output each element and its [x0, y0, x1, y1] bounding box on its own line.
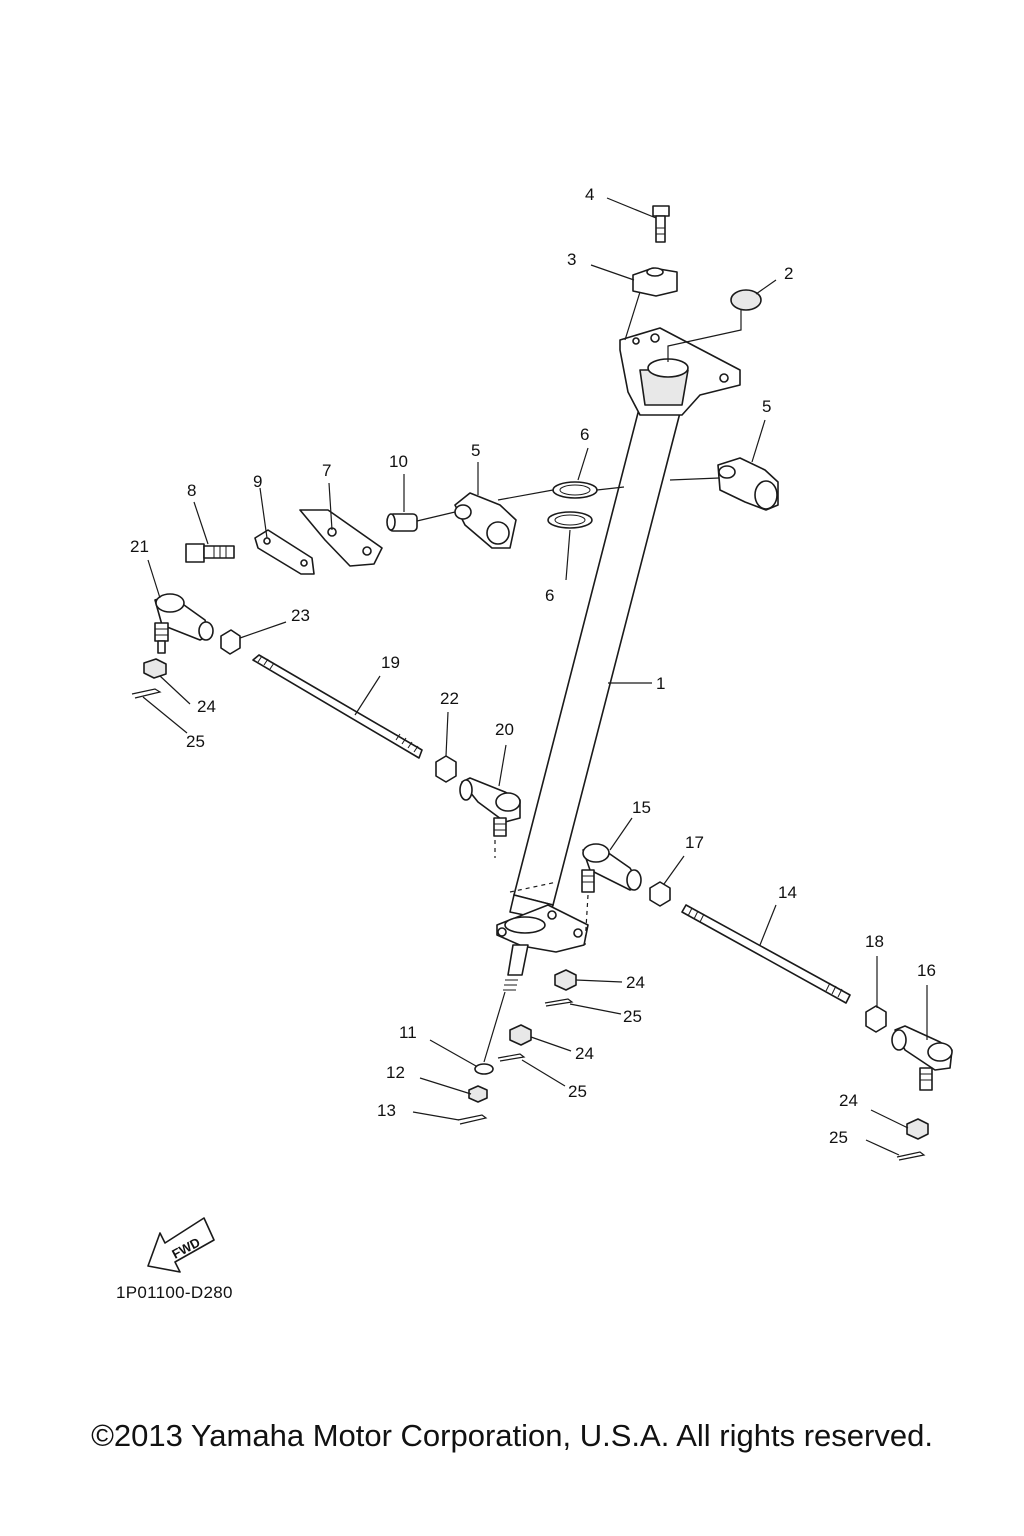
callout-1: 1: [656, 674, 665, 693]
callout-4: 4: [585, 185, 594, 204]
washer-11: [474, 1063, 494, 1075]
leader-lines: [142, 197, 928, 1156]
nut-24-center: [509, 1024, 532, 1046]
bolt-8: [185, 543, 235, 563]
callout-25-right: 25: [829, 1128, 848, 1147]
cotter-pin-13: [457, 1114, 488, 1125]
lock-washer: [254, 529, 315, 575]
callout-18: 18: [865, 932, 884, 951]
cotter-pin-25-left: [131, 688, 162, 699]
nut-23: [220, 629, 241, 655]
callout-24-right: 24: [839, 1091, 858, 1110]
callout-7: 7: [322, 461, 331, 480]
callout-24-left: 24: [197, 697, 216, 716]
callout-25-inner: 25: [623, 1007, 642, 1026]
callout-17: 17: [685, 833, 704, 852]
callout-labels: 1 2 3 4 5 5 6 6 7 8 9 10 11 12 13 14 15 …: [130, 185, 936, 1147]
callout-25-center: 25: [568, 1082, 587, 1101]
callout-24-inner: 24: [626, 973, 645, 992]
tie-rod-end-20: [459, 777, 521, 858]
callout-14: 14: [778, 883, 797, 902]
callout-6-upper: 6: [580, 425, 589, 444]
cotter-pin-25-right: [896, 1151, 926, 1161]
plate: [299, 509, 383, 567]
callout-9: 9: [253, 472, 262, 491]
nut-24-left: [143, 658, 167, 679]
callout-2: 2: [784, 264, 793, 283]
callout-12: 12: [386, 1063, 405, 1082]
callout-10: 10: [389, 452, 408, 471]
shaft-holder-right: [717, 457, 779, 511]
callout-20: 20: [495, 720, 514, 739]
callout-5-left: 5: [471, 441, 480, 460]
shaft-holder-left: [454, 492, 517, 549]
steering-shaft: [496, 327, 741, 991]
callout-16: 16: [917, 961, 936, 980]
tie-rod-19: [252, 654, 423, 759]
callout-24-center: 24: [575, 1044, 594, 1063]
circlip-upper: [552, 481, 598, 499]
nut-24-right: [906, 1118, 929, 1140]
fwd-arrow-icon: FWD: [147, 1217, 215, 1273]
circlip-lower: [547, 511, 593, 529]
copyright-notice: ©2013 Yamaha Motor Corporation, U.S.A. A…: [91, 1418, 933, 1453]
callout-19: 19: [381, 653, 400, 672]
callout-21: 21: [130, 537, 149, 556]
nut-24-inner: [554, 969, 577, 991]
cotter-pin-25-center: [497, 1053, 526, 1062]
tie-rod-14: [681, 904, 851, 1004]
callout-5-right: 5: [762, 397, 771, 416]
tie-rod-end-16: [891, 1025, 953, 1091]
nut-18: [865, 1005, 887, 1033]
upper-clamp: [632, 267, 678, 297]
callout-3: 3: [567, 250, 576, 269]
nut-22: [435, 755, 457, 783]
nut-12: [468, 1085, 488, 1103]
cotter-pin-25-inner: [544, 998, 574, 1007]
drawing-code: 1P01100-D280: [116, 1283, 233, 1302]
nut-17: [649, 881, 671, 907]
cap: [730, 289, 762, 311]
tie-rod-end-15: [581, 843, 642, 946]
callout-6-lower: 6: [545, 586, 554, 605]
tie-rod-end-21: [154, 593, 214, 654]
collar: [386, 513, 418, 532]
callout-23: 23: [291, 606, 310, 625]
callout-15: 15: [632, 798, 651, 817]
callout-8: 8: [187, 481, 196, 500]
callout-22: 22: [440, 689, 459, 708]
bolt-4: [652, 205, 670, 243]
callout-25-left: 25: [186, 732, 205, 751]
callout-13: 13: [377, 1101, 396, 1120]
callout-11: 11: [399, 1023, 417, 1042]
